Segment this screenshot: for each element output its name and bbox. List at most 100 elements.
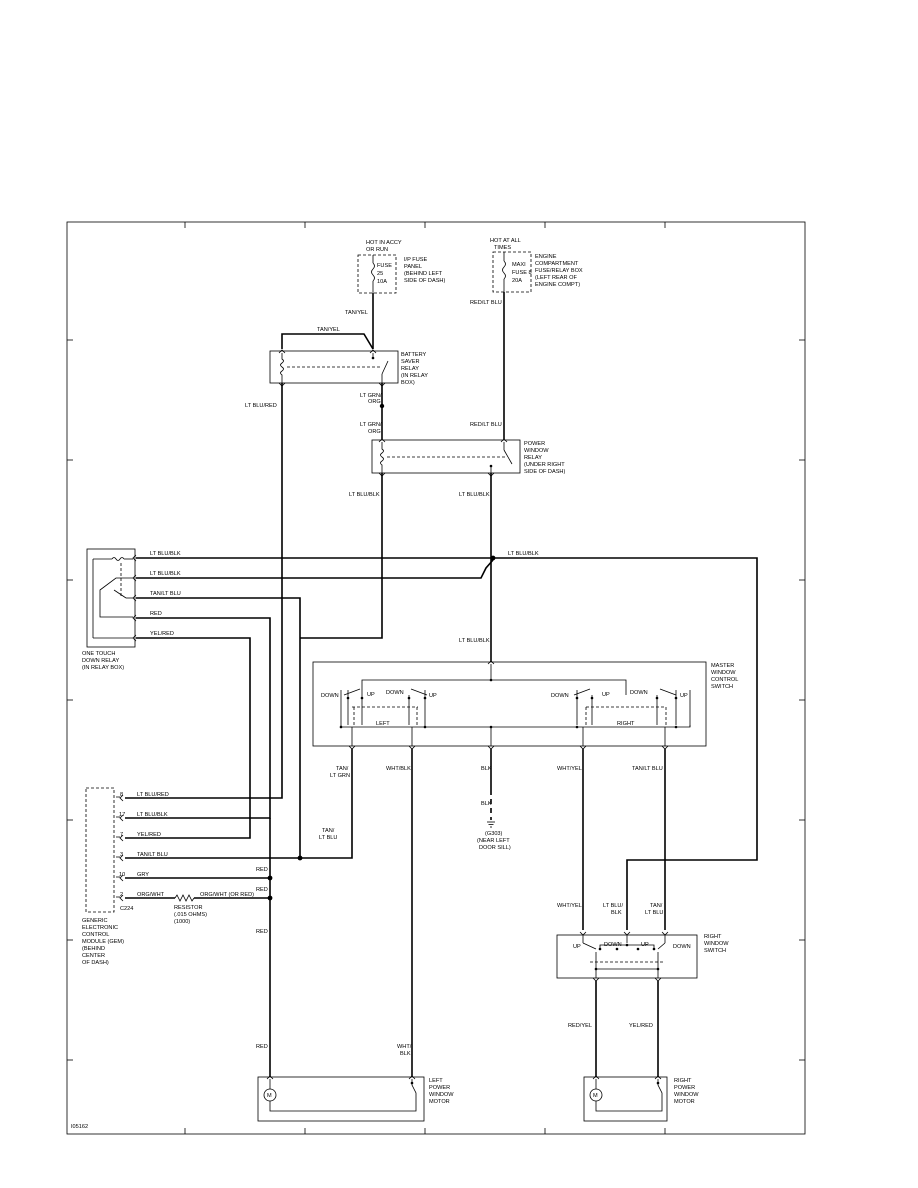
gem-wire-lt-blu-blk: LT BLU/BLK (137, 812, 168, 818)
right-motor-symbol: M (593, 1093, 598, 1099)
master-switch-label-1: MASTER (711, 663, 734, 669)
right-switch-label-3: SWITCH (704, 948, 726, 954)
battery-saver-relay-label-1: BATTERY (401, 352, 427, 358)
ip-fuse-rating: 10A (377, 279, 387, 285)
left-motor-label-1: LEFT (429, 1078, 443, 1084)
figure-id: I05162 (71, 1124, 88, 1130)
battery-saver-relay: TAN/YEL TAN/YEL BATTERY SAVER RELAY (IN … (269, 293, 428, 387)
one-touch-relay-label-2: DOWN RELAY (82, 658, 119, 664)
wire-label-red-2: RED (256, 887, 268, 893)
right-motor-label-2: POWER (674, 1085, 695, 1091)
left-motor-label-4: MOTOR (429, 1099, 450, 1105)
maxi-fuse-location-2: COMPARTMENT (535, 261, 579, 267)
wire-label-lt-blu-blk-split-2: BLK (611, 910, 622, 916)
right-motor-label-1: RIGHT (674, 1078, 692, 1084)
right-switch-up-label-1: UP (573, 944, 581, 950)
master-left-down-label: DOWN (321, 693, 339, 699)
ground-icon (487, 821, 495, 828)
maxi-fuse-label: MAXI (512, 262, 526, 268)
gem-pin-3: 3 (120, 852, 123, 858)
left-trunk-wires: LT BLU/RED LT BLU/BLK LT BLU/BLK (125, 383, 490, 799)
gem-wire-org-wht-or-red: ORG/WHT (OR RED) (200, 892, 254, 898)
right-switch-up-blade (582, 942, 597, 950)
power-window-relay-label-3: RELAY (524, 455, 542, 461)
master-right-down-label: DOWN (551, 693, 569, 699)
ip-fuse-panel: HOT IN ACCY OR RUN FUSE 25 10A I/P FUSE … (357, 240, 445, 294)
gem-wire-gry: GRY (137, 872, 149, 878)
ip-fuse-location-4: SIDE OF DASH) (404, 278, 445, 284)
wire-label-lt-grn-org-upper-2: ORG (368, 399, 381, 405)
wire-label-yel-red-right: YEL/RED (629, 1023, 653, 1029)
wire-label-tan-lt-blu-split-2: LT BLU (319, 835, 337, 841)
left-motor-label-3: WINDOW (429, 1092, 454, 1098)
right-window-switch: UP DOWN UP DOWN RIGHT WINDOW SWITCH RED/… (556, 931, 729, 1077)
wire-label-wht-blk: WHT/BLK (386, 766, 411, 772)
gem-label-2: ELECTRONIC (82, 925, 118, 931)
resistor-label-2: (.015 OHMS) (174, 912, 207, 918)
master-switch-label-4: SWITCH (711, 684, 733, 690)
gem-label-6: CENTER (82, 953, 105, 959)
right-switch-label-2: WINDOW (704, 941, 729, 947)
right-switch-up-label-2: UP (641, 942, 649, 948)
wire-label-lt-grn-org-upper-1: LT GRN/ (360, 393, 382, 399)
wire-label-red-yel: RED/YEL (568, 1023, 592, 1029)
wire-label-lt-blu-blk-right: LT BLU/BLK (459, 492, 490, 498)
one-touch-down-relay: ONE TOUCH DOWN RELAY (IN RELAY BOX) LT B… (82, 548, 494, 858)
gem-pin-2: 2 (120, 892, 123, 898)
wire-label-blk-upper: BLK (481, 766, 492, 772)
power-window-relay: RED/LT BLU RED/LT BLU LT GRN/ ORG LT GRN… (360, 292, 565, 477)
master-right-section-label: RIGHT (617, 721, 635, 727)
gem-pin-8: 8 (120, 792, 123, 798)
power-window-relay-label-2: WINDOW (524, 448, 549, 454)
one-touch-contact-icon (113, 589, 127, 599)
resistor-label-3: (1000) (174, 919, 190, 925)
wire-label-red-1: RED (256, 867, 268, 873)
diagram-frame (66, 221, 806, 1135)
left-motor-symbol: M (267, 1093, 272, 1099)
wire-label-wht-blk-split-1: WHT/ (397, 1044, 412, 1050)
wire-label-wht-blk-split-2: BLK (400, 1051, 411, 1057)
gem-connector-label: C224 (120, 906, 133, 912)
gem-label-1: GENERIC (82, 918, 108, 924)
wire-label-red-lt-blu-lower: RED/LT BLU (470, 422, 502, 428)
master-switch-label-3: CONTROL (711, 677, 738, 683)
ip-fuse-label: FUSE (377, 263, 392, 269)
master-right-up-label-1: UP (602, 692, 610, 698)
power-window-relay-label-5: SIDE OF DASH) (524, 469, 565, 475)
maxi-fuse-box: HOT AT ALL TIMES MAXI FUSE 8 20A ENGINE … (490, 238, 583, 293)
master-left-down-label-2: DOWN (386, 690, 404, 696)
ground-label-1: (G303) (485, 831, 503, 837)
master-right-up-label-2: UP (680, 693, 688, 699)
maxi-fuse-supply-line-1: HOT AT ALL (490, 238, 521, 244)
gem-label-7: OF DASH) (82, 960, 109, 966)
maxi-fuse-location-4: (LEFT REAR OF (535, 275, 577, 281)
gem-pin-10: 10 (119, 872, 125, 878)
wire-label-one-touch-lt-blu-blk-2: LT BLU/BLK (150, 571, 181, 577)
wire-label-one-touch-yel-red: YEL/RED (150, 631, 174, 637)
one-touch-relay-label-3: (IN RELAY BOX) (82, 665, 124, 671)
one-touch-relay-label-1: ONE TOUCH (82, 651, 115, 657)
battery-saver-relay-label-2: SAVER (401, 359, 420, 365)
gem-wire-org-wht: ORG/WHT (137, 892, 165, 898)
ip-fuse-location-1: I/P FUSE (404, 257, 427, 263)
right-switch-down-blade (657, 942, 666, 950)
left-power-window-motor: WHT/ BLK M LEFT POWER WINDOW MOTOR (257, 1044, 454, 1122)
maxi-fuse-number: FUSE 8 (512, 270, 532, 276)
ip-fuse-supply-line-2: OR RUN (366, 247, 388, 253)
power-relay-contact-icon (503, 449, 513, 465)
wire-label-lt-blu-blk-left: LT BLU/BLK (349, 492, 380, 498)
master-left-section-label: LEFT (376, 721, 390, 727)
maxi-fuse-location-3: FUSE/RELAY BOX (535, 268, 583, 274)
gem-wire-lt-blu-red: LT BLU/RED (137, 792, 169, 798)
master-output-wires: TAN/ LT GRN TAN/ LT BLU WHT/BLK BLK BLK … (300, 749, 666, 1077)
right-switch-blade-1 (573, 688, 591, 696)
wire-label-tan-lt-blu-right-1: TAN/ (650, 903, 663, 909)
right-motor-label-4: MOTOR (674, 1099, 695, 1105)
wire-label-tan-lt-blu-split-1: TAN/ (322, 828, 335, 834)
master-left-up-label-1: UP (367, 692, 375, 698)
wire-label-tan-lt-grn-1: TAN/ (336, 766, 349, 772)
wire-label-tan-yel-upper: TAN/YEL (345, 310, 368, 316)
wire-label-one-touch-red: RED (150, 611, 162, 617)
battery-saver-relay-label-4: (IN RELAY (401, 373, 428, 379)
maxi-fuse-location-1: ENGINE (535, 254, 557, 260)
